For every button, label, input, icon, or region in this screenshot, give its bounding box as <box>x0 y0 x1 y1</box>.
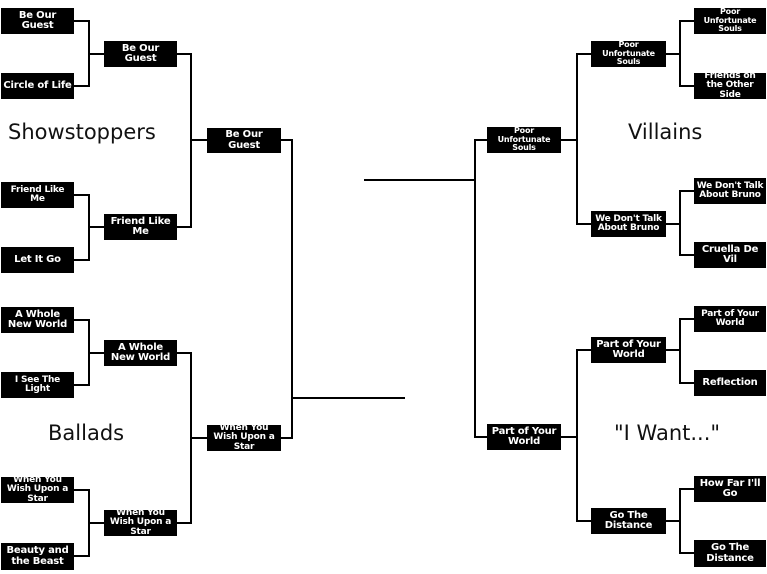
matchup-slot-left-r2-4: When You Wish Upon a Star <box>104 508 177 536</box>
matchup-slot-right-r3-2: Part of Your World <box>487 424 561 450</box>
matchup-slot-left-r1-3: Friend Like Me <box>1 182 74 208</box>
region-label-ballads: Ballads <box>48 421 125 445</box>
connector-left-r3 <box>281 139 405 439</box>
region-label-i-want: "I Want..." <box>614 421 721 445</box>
matchup-slot-left-r2-3: A Whole New World <box>104 340 177 366</box>
connector-left-r1-pair4 <box>74 489 104 557</box>
matchup-slot-left-r1-1: Be Our Guest <box>1 8 74 34</box>
connector-left-r2-pair1 <box>177 53 207 228</box>
matchup-slot-left-r3-1: Be Our Guest <box>207 128 281 153</box>
matchup-slot-right-r1-2: Friends on the Other Side <box>694 71 766 99</box>
matchup-slot-left-r1-5: A Whole New World <box>1 307 74 333</box>
connector-right-r2-pair2 <box>561 349 591 522</box>
matchup-slot-right-r2-4: Go The Distance <box>591 508 666 534</box>
matchup-slot-right-r1-3: We Don't Talk About Bruno <box>694 178 766 204</box>
connector-right-r1-pair4 <box>666 488 694 554</box>
region-label-villains: Villains <box>628 120 703 144</box>
matchup-slot-right-r3-1: Poor Unfortunate Souls <box>487 127 561 153</box>
matchup-slot-right-r2-3: Part of Your World <box>591 337 666 363</box>
matchup-slot-right-r1-1: Poor Unfortunate Souls <box>694 8 766 34</box>
matchup-slot-left-r3-2: When You Wish Upon a Star <box>207 423 281 451</box>
connector-left-r1-pair3 <box>74 319 104 386</box>
matchup-slot-left-r1-6: I See The Light <box>1 372 74 398</box>
connector-left-r1-pair2 <box>74 194 104 261</box>
matchup-slot-left-r2-2: Friend Like Me <box>104 214 177 240</box>
matchup-slot-right-r1-5: Part of Your World <box>694 306 766 332</box>
matchup-slot-right-r1-7: How Far I'll Go <box>694 476 766 502</box>
connector-right-r1-pair3 <box>666 318 694 384</box>
connector-right-r1-pair2 <box>666 190 694 256</box>
connector-right-r2-pair1 <box>561 53 591 225</box>
matchup-slot-left-r1-8: Beauty and the Beast <box>1 543 74 570</box>
connector-right-r1-pair1 <box>666 20 694 87</box>
matchup-slot-left-r1-4: Let It Go <box>1 247 74 273</box>
matchup-slot-right-r1-8: Go The Distance <box>694 540 766 567</box>
connector-left-r1-pair1 <box>74 20 104 87</box>
matchup-slot-left-r1-2: Circle of Life <box>1 73 74 99</box>
matchup-slot-left-r2-1: Be Our Guest <box>104 41 177 67</box>
matchup-slot-right-r2-2: We Don't Talk About Bruno <box>591 211 666 237</box>
matchup-slot-right-r1-4: Cruella De Vil <box>694 242 766 268</box>
region-label-showstoppers: Showstoppers <box>8 120 156 144</box>
matchup-slot-right-r1-6: Reflection <box>694 370 766 396</box>
matchup-slot-right-r2-1: Poor Unfortunate Souls <box>591 41 666 67</box>
connector-left-r2-pair2 <box>177 352 207 524</box>
matchup-slot-left-r1-7: When You Wish Upon a Star <box>1 475 74 503</box>
connector-right-r3 <box>364 139 487 438</box>
